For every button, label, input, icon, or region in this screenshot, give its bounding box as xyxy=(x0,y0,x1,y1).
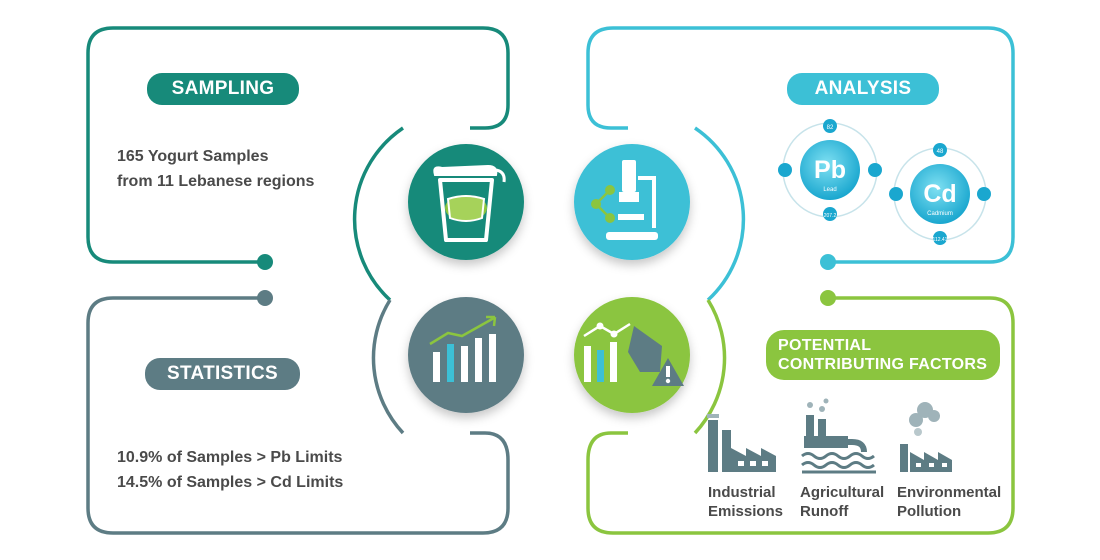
agricultural-runoff-icon xyxy=(801,398,876,474)
yogurt-cup-icon xyxy=(408,144,524,260)
sampling-line-2: from 11 Lebanese regions xyxy=(117,173,315,190)
pb-number: 82 xyxy=(827,125,834,131)
sampling-description: 165 Yogurt Samples from 11 Lebanese regi… xyxy=(117,144,314,194)
factor-label-agricultural: Agricultural Runoff xyxy=(800,483,884,521)
sampling-title: SAMPLING xyxy=(147,73,299,105)
pb-symbol: Pb xyxy=(814,156,846,184)
factors-title: POTENTIAL CONTRIBUTING FACTORS xyxy=(766,330,1000,380)
factor-label-agricultural-line2: Runoff xyxy=(800,503,849,520)
statistics-description: 10.9% of Samples > Pb Limits 14.5% of Sa… xyxy=(117,445,343,495)
cd-mass: 112.41 xyxy=(933,237,948,243)
cd-number: 48 xyxy=(937,149,944,155)
factor-label-industrial: Industrial Emissions xyxy=(708,483,783,521)
cd-name: Cadmium xyxy=(927,211,953,217)
statistics-connector-dot xyxy=(257,290,273,306)
factors-connector-dot xyxy=(820,290,836,306)
pb-name: Lead xyxy=(823,187,836,193)
microscope-icon xyxy=(574,144,690,260)
sampling-connector-dot xyxy=(257,254,273,270)
lead-atom-icon: Pb Lead 82 207.2 xyxy=(778,119,882,221)
factor-label-industrial-line2: Emissions xyxy=(708,503,784,520)
factor-label-environmental-line1: Environmental xyxy=(897,484,1002,501)
factor-label-industrial-line1: Industrial xyxy=(708,484,776,501)
pb-mass: 207.2 xyxy=(824,213,837,219)
sampling-line-1: 165 Yogurt Samples xyxy=(117,148,269,165)
factor-label-environmental-line2: Pollution xyxy=(897,503,962,520)
bar-chart-trend-icon xyxy=(408,297,524,413)
statistics-title: STATISTICS xyxy=(145,358,300,390)
factors-frame xyxy=(586,296,1015,535)
pollution-factory-icon xyxy=(900,402,952,472)
factory-icon xyxy=(707,414,776,472)
analysis-connector-dot xyxy=(820,254,836,270)
factor-label-agricultural-line1: Agricultural xyxy=(800,484,885,501)
risk-warning-icon xyxy=(574,297,690,413)
analysis-title: ANALYSIS xyxy=(787,73,939,105)
analysis-frame xyxy=(586,26,1015,302)
cd-symbol: Cd xyxy=(923,180,956,208)
factors-title-line2: CONTRIBUTING FACTORS xyxy=(778,356,988,373)
cadmium-atom-icon: Cd Cadmium 48 112.41 xyxy=(889,143,991,245)
sampling-frame xyxy=(86,26,510,302)
factors-title-line1: POTENTIAL xyxy=(778,337,872,354)
statistics-line-1: 10.9% of Samples > Pb Limits xyxy=(117,449,343,466)
statistics-line-2: 14.5% of Samples > Cd Limits xyxy=(117,474,344,491)
statistics-frame xyxy=(86,296,510,535)
factor-label-environmental: Environmental Pollution xyxy=(897,483,1001,521)
